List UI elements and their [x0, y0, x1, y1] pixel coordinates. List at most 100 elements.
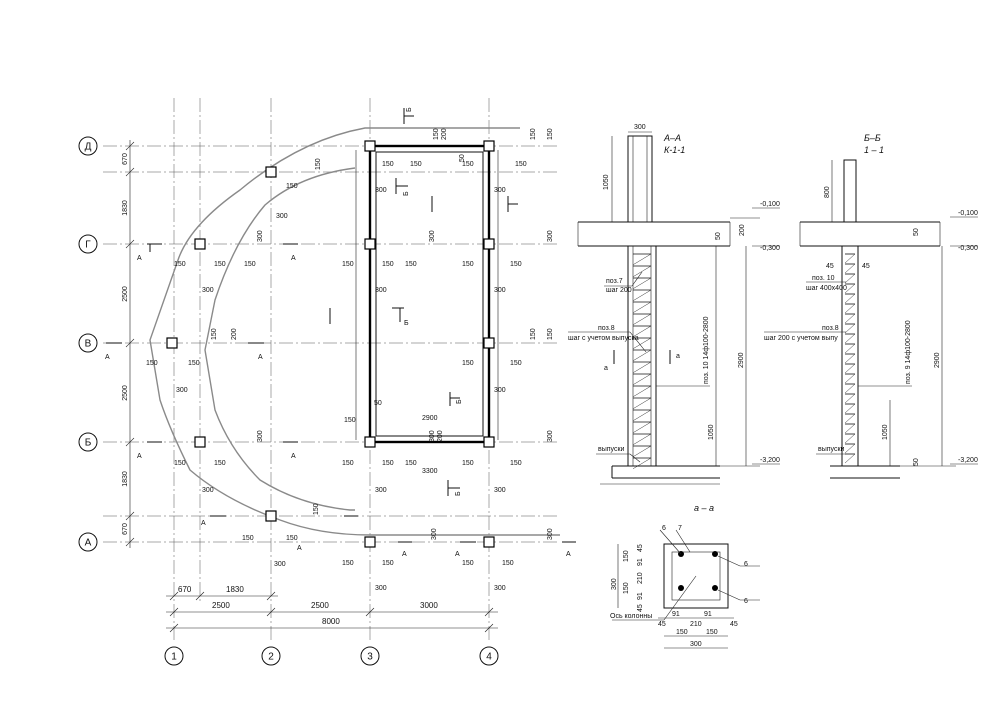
column-2-d [265, 166, 277, 178]
section-bb-level-top: -0,100 [958, 210, 978, 217]
section-bb-subtitle: 1 – 1 [864, 145, 884, 155]
dim-200-a: 200 [441, 128, 448, 140]
section-mark-b-3: Б [404, 320, 409, 327]
foundation-plan: Д Г В Б А 670 1830 2500 2500 1830 670 [78, 98, 576, 666]
section-mark-b-4: Б [456, 399, 463, 404]
tie-diagonal-14 [844, 383, 856, 394]
section-aa-subtitle: К-1-1 [664, 145, 685, 155]
pit-outline-inner [204, 167, 356, 511]
bottom-dim-3000: 3000 [420, 601, 438, 610]
section-bb-level-bottom: -3,200 [958, 457, 978, 464]
tie-diagonal-13 [844, 373, 856, 384]
footing-rect-outer [368, 144, 491, 444]
tie-diagonal-16 [632, 433, 652, 446]
section-aa-top-width: 300 [634, 124, 646, 131]
dim-300-v: 300 [547, 528, 554, 540]
dim-300-o: 300 [429, 430, 436, 442]
tie-diagonal-12 [632, 385, 652, 398]
tie-diagonal-21 [844, 453, 856, 464]
section-mark-a-7: А [201, 520, 206, 527]
section-mark-a-5: А [137, 453, 142, 460]
col-axis-4-label: 4 [486, 652, 492, 663]
column-3-a [364, 536, 376, 548]
dim-150-x: 150 [547, 328, 554, 340]
section-bb-callout-out: выпуски [818, 446, 845, 453]
dim-300-f: 300 [494, 287, 506, 294]
row-axis-v-label: В [85, 339, 92, 350]
section-bb-callout-poz10: поз. 10 [812, 275, 835, 282]
column-4-d [483, 140, 495, 152]
tie-diagonal-19 [844, 433, 856, 444]
detail-aa-dim-45-bottom: 45 [637, 604, 644, 612]
row-axis-d-bubble [78, 136, 98, 156]
tie-diagonal-9 [632, 349, 652, 362]
column-4-a [483, 536, 495, 548]
section-bb-dim-1050: 1050 [882, 424, 889, 440]
section-bb-dim-45-right: 45 [862, 263, 870, 270]
tie-diagonal-2 [844, 263, 856, 274]
section-aa-title: А–А [663, 133, 681, 143]
dim-150-c: 150 [462, 161, 474, 168]
dim-300-k: 300 [494, 387, 506, 394]
section-aa-ties [632, 253, 652, 470]
tie-diagonal-3 [632, 277, 652, 290]
detail-aa-mark-6-lower: 6 [744, 598, 748, 605]
tie-diagonal-5 [632, 301, 652, 314]
col-axis-1-label: 1 [171, 652, 177, 663]
section-aa-callout-poz8: поз.8 [598, 325, 615, 332]
dim-150-l: 150 [244, 261, 256, 268]
section-mark-b-2: Б [403, 191, 410, 196]
tie-diagonal-5 [844, 293, 856, 304]
col-axis-2-label: 2 [268, 652, 274, 663]
dim-150-v: 150 [211, 328, 218, 340]
section-aa-callout-poz7-step: шаг 200 [606, 287, 632, 294]
detail-aa: а – а 6 7 6 6 300 150 150 45 91 210 91 4… [610, 503, 760, 649]
tie-diagonal-1 [632, 253, 652, 266]
tie-diagonal-10 [632, 361, 652, 374]
tie-diagonal-11 [844, 353, 856, 364]
section-mark-a-2: А [291, 255, 296, 262]
section-aa-cut-mark-left: а [604, 365, 608, 372]
tie-diagonal-1 [844, 253, 856, 264]
tie-diagonal-4 [632, 289, 652, 302]
detail-aa-dim-150-a: 150 [623, 550, 630, 562]
dim-150-b: 150 [410, 161, 422, 168]
detail-aa-bottom-300: 300 [690, 641, 702, 648]
section-aa-callout-poz8-step: шаг с учетом выпуска [568, 335, 639, 342]
dim-150-u: 150 [510, 360, 522, 367]
section-bb-dim-50-bottom: 50 [913, 458, 920, 466]
dim-150-ah: 150 [286, 535, 298, 542]
section-aa-dim-1050-top: 1050 [603, 174, 610, 190]
dim-150-z: 150 [174, 460, 186, 467]
dim-300-q: 300 [257, 430, 264, 442]
tie-diagonal-17 [844, 413, 856, 424]
dim-150-a: 150 [382, 161, 394, 168]
section-aa-dim-50: 50 [715, 232, 722, 240]
detail-aa-bottom-91-b: 91 [704, 611, 712, 618]
row-axis-g-bubble [78, 234, 98, 254]
column-1-b [194, 436, 206, 448]
column-4-v [483, 337, 495, 349]
tie-diagonal-11 [632, 373, 652, 386]
dim-300-d: 300 [202, 287, 214, 294]
section-bb-callout-poz8-step: шаг 200 с учетом выпу [764, 335, 838, 342]
tie-diagonal-18 [844, 423, 856, 434]
dim-300-g: 300 [429, 230, 436, 242]
detail-aa-mark-6-right: 6 [744, 561, 748, 568]
tie-diagonal-6 [632, 313, 652, 326]
dim-150-aj: 150 [382, 560, 394, 567]
dim-150-p: 150 [462, 261, 474, 268]
dim-300-p: 300 [547, 430, 554, 442]
detail-aa-mark-6-top: 6 [662, 525, 666, 532]
detail-aa-dim-210: 210 [637, 572, 644, 584]
tie-diagonal-18 [632, 457, 652, 470]
dim-150-d: 150 [515, 161, 527, 168]
section-bb-dim-50-top: 50 [913, 228, 920, 236]
detail-aa-column-section [663, 543, 729, 609]
dim-150-ab: 150 [342, 460, 354, 467]
footing-rect-inner [375, 151, 484, 437]
bottom-dim-2500-b: 2500 [311, 601, 329, 610]
section-aa-callout-out: выпуски [598, 446, 625, 453]
column-3-b [364, 436, 376, 448]
dim-150-af: 150 [510, 460, 522, 467]
